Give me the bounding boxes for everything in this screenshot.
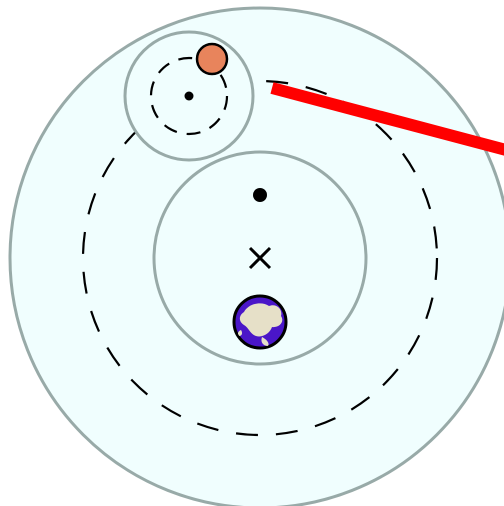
earth-globe-icon bbox=[232, 294, 288, 350]
x-mark-icon bbox=[248, 246, 272, 270]
line-of-sight bbox=[270, 82, 504, 156]
epicycle-center-dot bbox=[184, 91, 194, 101]
epicycle-path bbox=[149, 56, 229, 136]
epicycle-center-orbit bbox=[81, 79, 439, 437]
equant-dot bbox=[253, 188, 267, 202]
planet-icon bbox=[195, 42, 229, 76]
